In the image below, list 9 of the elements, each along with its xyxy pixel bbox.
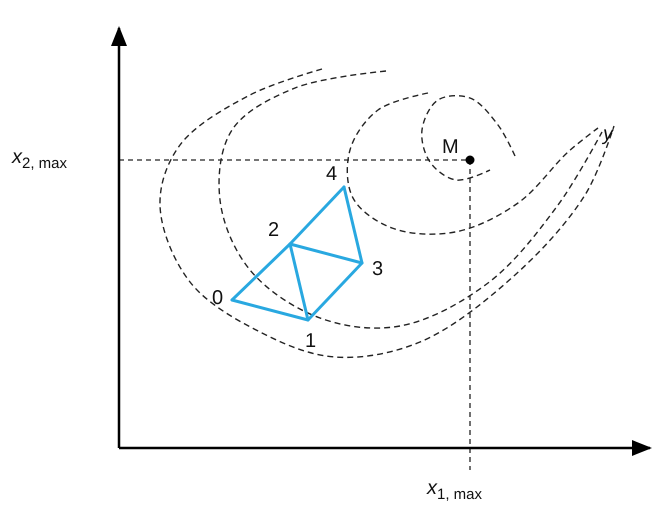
vertex-number: 3	[372, 259, 384, 279]
point-label: M	[442, 137, 459, 157]
vertex-number: 4	[326, 164, 338, 184]
vertex-number: 0	[212, 288, 224, 308]
curve-label: y	[603, 124, 613, 144]
axis-label: x$_{1, max}$	[427, 478, 482, 502]
vertex-number: 2	[268, 220, 280, 240]
vertex-number: 1	[305, 331, 316, 351]
axis-label: x$_{2, max}$	[12, 147, 68, 171]
